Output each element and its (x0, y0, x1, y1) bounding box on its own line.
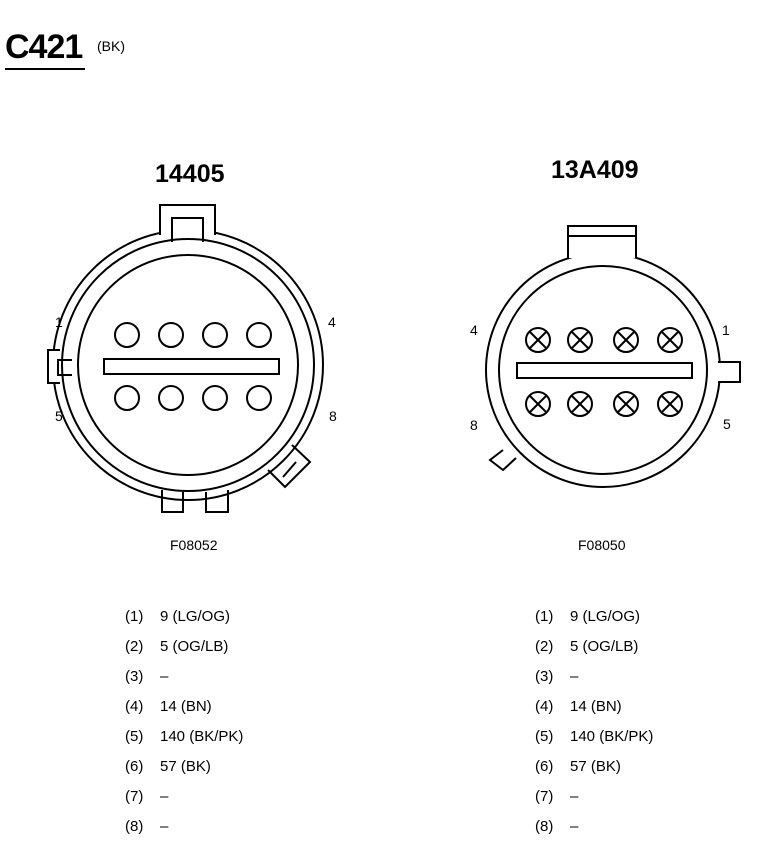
left-pin-label-1: 1 (55, 314, 63, 330)
pin-number: (7) (125, 788, 144, 805)
right-pin-label-1: 1 (722, 322, 730, 338)
left-pin-label-8: 8 (329, 408, 337, 424)
pin-number: (4) (125, 698, 144, 715)
pin-wire: 14 (BN) (160, 698, 212, 715)
pin-wire: – (160, 818, 169, 835)
pin-wire: 140 (BK/PK) (160, 728, 244, 745)
right-pin-2 (567, 327, 593, 353)
pin-wire: 57 (BK) (570, 758, 621, 775)
pin-wire: – (570, 818, 579, 835)
right-connector-drawing (485, 225, 741, 488)
left-connector-top-key (159, 204, 216, 235)
pin-wire: – (570, 668, 579, 685)
pin-number: (5) (125, 728, 144, 745)
left-cavity-4 (246, 322, 272, 348)
right-pin-4 (657, 327, 683, 353)
left-connector-drawing (47, 204, 324, 513)
pin-number: (7) (535, 788, 554, 805)
right-pin-6 (567, 391, 593, 417)
right-pin-label-5: 5 (723, 416, 731, 432)
pin-number: (1) (125, 608, 144, 625)
left-cavity-5 (114, 385, 140, 411)
left-connector-face (77, 254, 299, 476)
pin-wire: – (160, 788, 169, 805)
left-connector-center-bar (103, 358, 280, 375)
pin-number: (3) (125, 668, 144, 685)
connector-color-code: (BK) (97, 38, 125, 54)
pin-wire: – (570, 788, 579, 805)
left-connector-bottom-feet (161, 490, 229, 513)
connector-title: C421 (5, 28, 83, 66)
pin-number: (2) (125, 638, 144, 655)
pin-number: (8) (125, 818, 144, 835)
pin-number: (1) (535, 608, 554, 625)
left-cavity-6 (158, 385, 184, 411)
left-connector-notch (267, 444, 312, 489)
left-pin-label-4: 4 (328, 314, 336, 330)
pin-number: (4) (535, 698, 554, 715)
right-pin-label-4: 4 (470, 322, 478, 338)
pin-wire: 9 (LG/OG) (570, 608, 641, 625)
right-connector-top-key (567, 225, 637, 258)
pin-number: (8) (535, 818, 554, 835)
pin-wire: 5 (OG/LB) (160, 638, 229, 655)
right-figure-id: F08050 (578, 537, 626, 553)
pin-wire: 57 (BK) (160, 758, 211, 775)
right-connector-right-latch (718, 361, 741, 383)
right-connector-part-number: 13A409 (551, 156, 639, 184)
right-pin-5 (525, 391, 551, 417)
left-figure-id: F08052 (170, 537, 218, 553)
left-cavity-7 (202, 385, 228, 411)
right-connector-lower-tab (488, 449, 517, 472)
left-pin-label-5: 5 (55, 408, 63, 424)
right-pin-label-8: 8 (470, 417, 478, 433)
left-connector-part-number: 14405 (155, 160, 225, 188)
right-pin-8 (657, 391, 683, 417)
pin-wire: 14 (BN) (570, 698, 622, 715)
left-cavity-8 (246, 385, 272, 411)
title-underline (5, 68, 85, 70)
left-cavity-1 (114, 322, 140, 348)
pin-wire: 9 (LG/OG) (160, 608, 231, 625)
pin-number: (2) (535, 638, 554, 655)
left-connector-inner-ring (61, 238, 315, 492)
pin-number: (5) (535, 728, 554, 745)
pin-number: (3) (535, 668, 554, 685)
right-pin-3 (613, 327, 639, 353)
left-cavity-2 (158, 322, 184, 348)
right-connector-face (498, 265, 708, 475)
right-pin-7 (613, 391, 639, 417)
pin-number: (6) (125, 758, 144, 775)
pin-wire: 140 (BK/PK) (570, 728, 654, 745)
right-pin-1 (525, 327, 551, 353)
pin-wire: – (160, 668, 169, 685)
right-connector-center-bar (516, 362, 693, 379)
left-cavity-3 (202, 322, 228, 348)
pin-wire: 5 (OG/LB) (570, 638, 639, 655)
pin-number: (6) (535, 758, 554, 775)
